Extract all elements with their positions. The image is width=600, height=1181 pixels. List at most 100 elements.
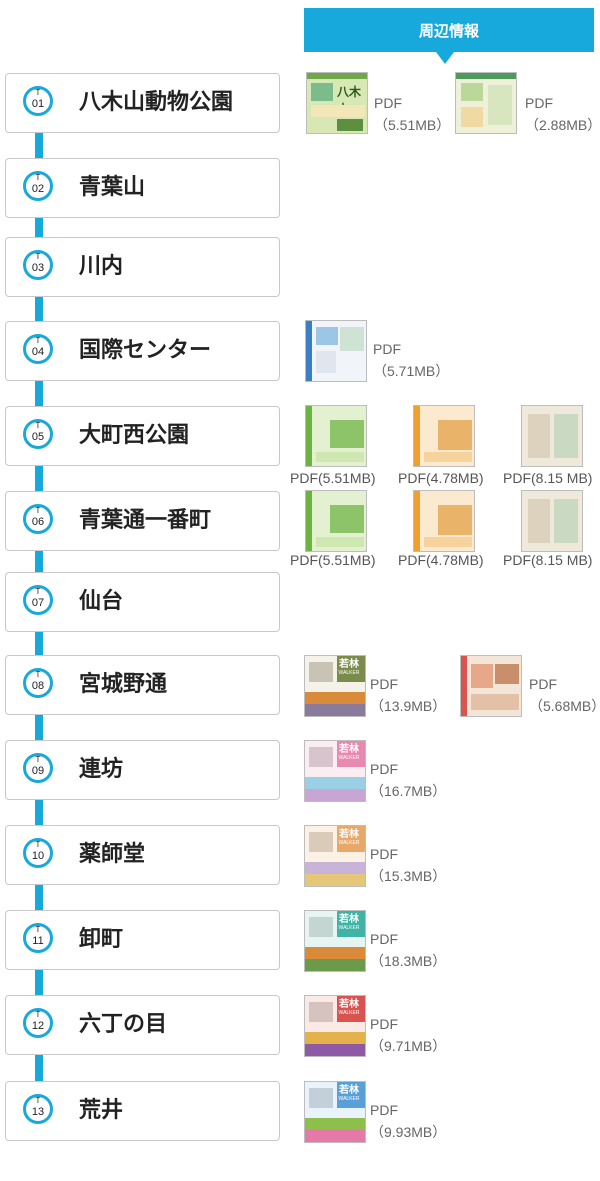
station-row-t06[interactable]: T 06 青葉通一番町 [5, 491, 280, 551]
pdf-thumbnail [305, 320, 367, 382]
station-name: 大町西公園 [79, 423, 190, 448]
station-number-badge: T 08 [23, 668, 53, 698]
station-number-badge: T 03 [23, 250, 53, 280]
pdf-label: PDF [370, 1016, 398, 1032]
station-name: 薬師堂 [79, 842, 146, 867]
station-number-badge: T 11 [23, 923, 53, 953]
station-number-badge: T 10 [23, 838, 53, 868]
pdf-caption: PDF(8.15 MB) [503, 552, 593, 568]
pdf-size: （9.71MB） [370, 1038, 447, 1054]
pdf-size: （9.93MB） [370, 1124, 447, 1140]
station-row-t08[interactable]: T 08 宮城野通 [5, 655, 280, 715]
pdf-size: （15.3MB） [370, 868, 447, 884]
pdf-thumbnail [460, 655, 522, 717]
pdf-thumbnail [455, 72, 517, 134]
station-number-badge: T 06 [23, 504, 53, 534]
pdf-thumbnail: 若林 WALKER [304, 740, 366, 802]
pdf-label: PDF [373, 341, 401, 357]
station-name: 仙台 [79, 589, 124, 614]
station-row-t03[interactable]: T 03 川内 [5, 237, 280, 297]
pdf-link-t05-3[interactable]: PDF(8.15 MB) [503, 405, 600, 487]
station-name: 青葉山 [79, 175, 146, 200]
station-number-badge: T 02 [23, 171, 53, 201]
pdf-label: PDF [374, 95, 402, 111]
station-row-t04[interactable]: T 04 国際センター [5, 321, 280, 381]
pdf-caption: PDF(5.51MB) [290, 552, 376, 568]
station-row-t10[interactable]: T 10 薬師堂 [5, 825, 280, 885]
pdf-label: PDF [525, 95, 553, 111]
station-number-badge: T 12 [23, 1008, 53, 1038]
pdf-link-t06-3[interactable]: PDF(8.15 MB) [503, 490, 600, 572]
pdf-size: （2.88MB） [525, 117, 600, 133]
pdf-link-t06-2[interactable]: PDF(4.78MB) [398, 490, 498, 572]
station-row-t07[interactable]: T 07 仙台 [5, 572, 280, 632]
station-row-t09[interactable]: T 09 連坊 [5, 740, 280, 800]
pdf-link-t12-1[interactable]: 若林 WALKER PDF （9.71MB） [304, 995, 447, 1059]
pdf-size: （18.3MB） [370, 953, 447, 969]
station-row-t05[interactable]: T 05 大町西公園 [5, 406, 280, 466]
station-name: 荒井 [79, 1098, 124, 1123]
pdf-link-t10-1[interactable]: 若林 WALKER PDF （15.3MB） [304, 825, 447, 889]
station-name: 青葉通一番町 [79, 508, 212, 533]
pdf-label: PDF [370, 1102, 398, 1118]
pdf-link-t11-1[interactable]: 若林 WALKER PDF （18.3MB） [304, 910, 447, 974]
station-row-t13[interactable]: T 13 荒井 [5, 1081, 280, 1141]
station-name: 国際センター [79, 338, 212, 363]
pdf-label: PDF [370, 761, 398, 777]
station-name: 卸町 [79, 927, 124, 952]
pdf-size: （5.71MB） [373, 363, 450, 379]
pdf-size: （16.7MB） [370, 783, 447, 799]
pdf-thumbnail: 若林 WALKER [304, 995, 366, 1057]
pdf-link-t05-2[interactable]: PDF(4.78MB) [398, 405, 498, 487]
station-number-badge: T 09 [23, 753, 53, 783]
pdf-link-t09-1[interactable]: 若林 WALKER PDF （16.7MB） [304, 740, 447, 804]
pdf-thumbnail [305, 490, 367, 552]
pdf-link-t01-2[interactable]: PDF （2.88MB） [455, 72, 600, 136]
pdf-thumbnail [413, 490, 475, 552]
surrounding-info-header: 周辺情報 [304, 8, 594, 52]
pdf-size: （5.51MB） [374, 117, 451, 133]
station-number-badge: T 05 [23, 419, 53, 449]
station-row-t12[interactable]: T 12 六丁の目 [5, 995, 280, 1055]
station-number-badge: T 01 [23, 86, 53, 116]
station-row-t11[interactable]: T 11 卸町 [5, 910, 280, 970]
pdf-label: PDF [529, 676, 557, 692]
header-pointer [436, 52, 454, 64]
station-name: 六丁の目 [79, 1012, 168, 1037]
header-title: 周辺情報 [418, 21, 479, 40]
station-name: 宮城野通 [79, 672, 168, 697]
pdf-link-t04-1[interactable]: PDF （5.71MB） [305, 320, 455, 384]
pdf-link-t06-1[interactable]: PDF(5.51MB) [290, 490, 390, 572]
pdf-label: PDF [370, 846, 398, 862]
pdf-link-t05-1[interactable]: PDF(5.51MB) [290, 405, 390, 487]
station-number-badge: T 07 [23, 585, 53, 615]
pdf-caption: PDF(4.78MB) [398, 470, 484, 486]
pdf-link-t01-1[interactable]: 八木山 PDF （5.51MB） [306, 72, 450, 136]
station-number-badge: T 13 [23, 1094, 53, 1124]
pdf-link-t13-1[interactable]: 若林 WALKER PDF （9.93MB） [304, 1081, 447, 1145]
station-name: 連坊 [79, 757, 124, 782]
pdf-link-t08-1[interactable]: 若林 WALKER PDF （13.9MB） [304, 655, 447, 719]
pdf-size: （13.9MB） [370, 698, 447, 714]
pdf-thumbnail [413, 405, 475, 467]
pdf-caption: PDF(8.15 MB) [503, 470, 593, 486]
pdf-size: （5.68MB） [529, 698, 600, 714]
pdf-label: PDF [370, 931, 398, 947]
station-name: 八木山動物公園 [79, 90, 234, 115]
pdf-thumbnail [521, 405, 583, 467]
pdf-thumbnail: 若林 WALKER [304, 825, 366, 887]
station-number-badge: T 04 [23, 334, 53, 364]
pdf-thumbnail [521, 490, 583, 552]
pdf-caption: PDF(5.51MB) [290, 470, 376, 486]
pdf-thumbnail: 若林 WALKER [304, 1081, 366, 1143]
pdf-label: PDF [370, 676, 398, 692]
pdf-caption: PDF(4.78MB) [398, 552, 484, 568]
station-row-t01[interactable]: T 01 八木山動物公園 [5, 73, 280, 133]
pdf-thumbnail: 八木山 [306, 72, 368, 134]
station-row-t02[interactable]: T 02 青葉山 [5, 158, 280, 218]
pdf-thumbnail: 若林 WALKER [304, 655, 366, 717]
pdf-thumbnail [305, 405, 367, 467]
pdf-thumbnail: 若林 WALKER [304, 910, 366, 972]
station-name: 川内 [79, 254, 124, 279]
pdf-link-t08-2[interactable]: PDF （5.68MB） [460, 655, 600, 719]
